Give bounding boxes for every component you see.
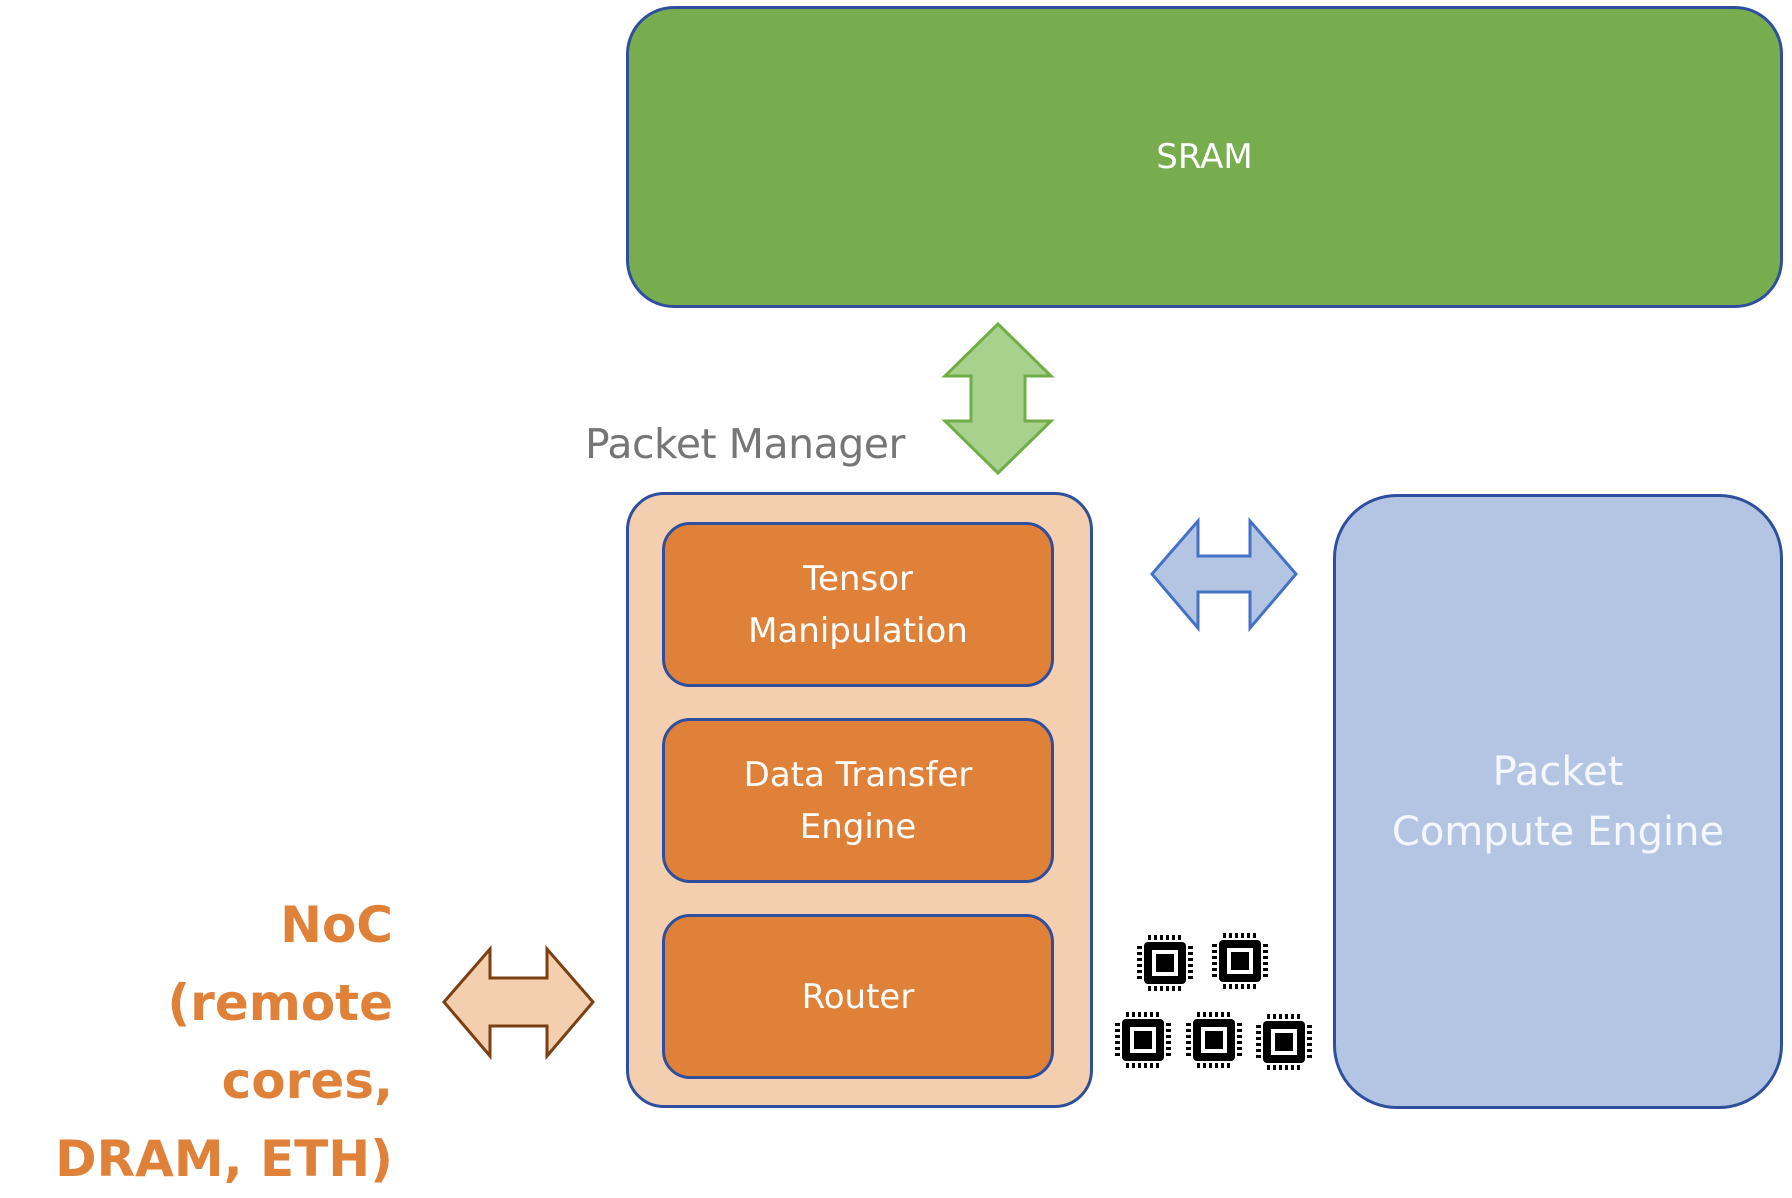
- router-block: Router: [662, 914, 1054, 1079]
- cpu-chip-icon: [1137, 935, 1193, 991]
- data-transfer-engine-block: Data Transfer Engine: [662, 718, 1054, 883]
- noc-router-arrow: [442, 944, 595, 1061]
- data-transfer-engine-label: Data Transfer Engine: [743, 754, 973, 847]
- cpu-chip-icon: [1115, 1012, 1171, 1068]
- cpu-chip-icon: [1256, 1014, 1312, 1070]
- remote-cores-icon-group: [1115, 933, 1312, 1070]
- packet-manager-title: Packet Manager: [585, 420, 905, 468]
- packet-compute-engine-block: Packet Compute Engine: [1333, 494, 1783, 1109]
- packet-compute-engine-label: Packet Compute Engine: [1391, 748, 1725, 855]
- sram-label: SRAM: [1156, 137, 1253, 177]
- noc-label: NoC (remote cores, DRAM, ETH): [55, 896, 393, 1188]
- cpu-chip-icon: [1212, 933, 1268, 989]
- tensor-manipulation-block: Tensor Manipulation: [662, 522, 1054, 687]
- packet-manager-compute-engine-arrow: [1150, 516, 1298, 633]
- cpu-chip-icon: [1186, 1012, 1242, 1068]
- sram-block: SRAM: [626, 6, 1783, 308]
- tensor-manipulation-label: Tensor Manipulation: [748, 558, 968, 651]
- router-label: Router: [801, 976, 915, 1017]
- sram-packet-manager-arrow: [941, 321, 1055, 476]
